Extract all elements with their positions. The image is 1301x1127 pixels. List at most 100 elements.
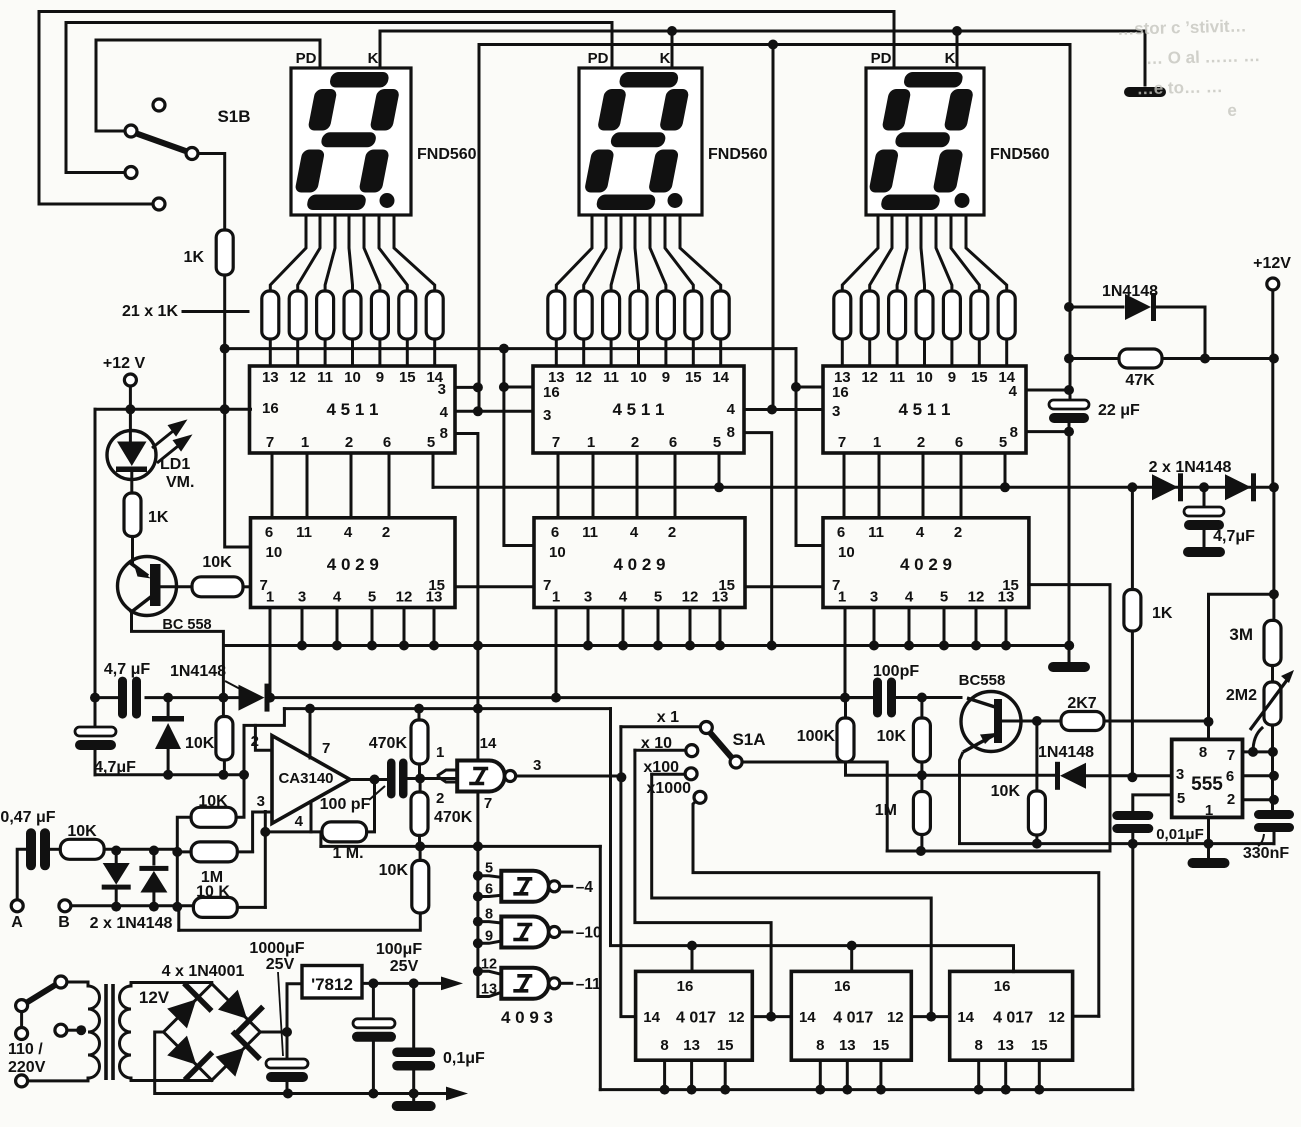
svg-text:FND560: FND560	[708, 146, 768, 163]
svg-text:4 0 9 3: 4 0 9 3	[501, 1008, 553, 1027]
svg-text:2: 2	[668, 524, 676, 541]
svg-text:47K: 47K	[1125, 372, 1155, 389]
svg-text:14: 14	[998, 369, 1015, 386]
svg-text:6: 6	[955, 434, 963, 451]
svg-text:11: 11	[603, 369, 619, 386]
svg-text:2: 2	[1227, 791, 1235, 808]
svg-text:2: 2	[954, 524, 962, 541]
svg-text:4 017: 4 017	[833, 1010, 873, 1027]
svg-text:15: 15	[718, 577, 735, 594]
svg-text:4 017: 4 017	[993, 1010, 1033, 1027]
svg-text:1N4148: 1N4148	[170, 663, 226, 680]
svg-text:10K: 10K	[185, 735, 215, 752]
svg-text:14: 14	[480, 735, 497, 752]
svg-text:5: 5	[368, 589, 376, 606]
svg-text:BC 558: BC 558	[162, 617, 211, 633]
svg-text:1 M.: 1 M.	[332, 845, 363, 862]
svg-text:5: 5	[713, 434, 721, 451]
svg-text:4 0 2 9: 4 0 2 9	[900, 555, 952, 574]
svg-text:15: 15	[873, 1037, 890, 1054]
svg-text:8: 8	[816, 1037, 824, 1054]
svg-text:6: 6	[669, 434, 677, 451]
svg-text:4: 4	[1009, 383, 1018, 400]
svg-text:1: 1	[838, 589, 846, 606]
svg-text:3: 3	[870, 589, 878, 606]
svg-text:1: 1	[873, 434, 881, 451]
svg-text:4: 4	[727, 401, 736, 418]
svg-text:9: 9	[948, 369, 956, 386]
svg-text:0,47 μF: 0,47 μF	[0, 809, 55, 826]
svg-text:3: 3	[584, 589, 592, 606]
svg-text:…e to… …: …e to… …	[1137, 77, 1223, 98]
svg-text:1000μF: 1000μF	[249, 940, 304, 957]
svg-text:21 x 1K: 21 x 1K	[122, 303, 178, 320]
svg-text:7: 7	[260, 577, 268, 594]
svg-text:14: 14	[426, 369, 443, 386]
svg-text:9: 9	[662, 369, 670, 386]
svg-text:2 x 1N4148: 2 x 1N4148	[1149, 459, 1232, 476]
svg-text:FND560: FND560	[417, 146, 477, 163]
svg-text:2: 2	[917, 434, 925, 451]
svg-text:15: 15	[971, 369, 988, 386]
svg-text:12: 12	[968, 589, 985, 606]
svg-text:8: 8	[1010, 424, 1018, 441]
svg-text:S1B: S1B	[217, 107, 250, 126]
svg-text:1N4148: 1N4148	[1038, 744, 1094, 761]
svg-text:12: 12	[728, 1009, 745, 1026]
svg-text:1: 1	[552, 589, 560, 606]
svg-text:15: 15	[685, 369, 702, 386]
svg-text:FND560: FND560	[990, 146, 1050, 163]
svg-text:5: 5	[1177, 790, 1185, 807]
svg-text:6: 6	[837, 524, 845, 541]
svg-text:1: 1	[301, 434, 309, 451]
svg-text:13: 13	[712, 589, 729, 606]
svg-text:2: 2	[382, 524, 390, 541]
svg-text:6: 6	[265, 524, 273, 541]
svg-text:100 pF: 100 pF	[320, 796, 371, 813]
svg-text:3: 3	[298, 589, 306, 606]
svg-text:10 K: 10 K	[196, 884, 230, 901]
svg-text:4: 4	[630, 524, 639, 541]
svg-text:–10: –10	[576, 925, 602, 942]
svg-text:22 μF: 22 μF	[1098, 402, 1140, 419]
svg-text:4 0 2 9: 4 0 2 9	[327, 555, 379, 574]
svg-text:2: 2	[345, 434, 353, 451]
svg-text:A: A	[11, 914, 23, 931]
svg-text:3: 3	[257, 793, 265, 810]
svg-text:–4: –4	[576, 879, 594, 896]
svg-text:2: 2	[436, 790, 444, 807]
svg-text:16: 16	[543, 384, 560, 401]
svg-text:8: 8	[975, 1037, 983, 1054]
svg-text:4: 4	[916, 524, 925, 541]
svg-text:0,01μF: 0,01μF	[1156, 826, 1204, 843]
svg-text:330nF: 330nF	[1243, 845, 1289, 862]
svg-text:7: 7	[322, 740, 330, 757]
svg-text:7: 7	[552, 434, 560, 451]
svg-text:1: 1	[1205, 802, 1213, 819]
svg-text:15: 15	[1002, 577, 1019, 594]
svg-text:13: 13	[839, 1037, 856, 1054]
svg-text:15: 15	[428, 577, 445, 594]
svg-text:12: 12	[481, 956, 497, 972]
svg-text:3: 3	[533, 757, 541, 774]
svg-text:555: 555	[1191, 774, 1223, 795]
svg-text:13: 13	[481, 982, 497, 998]
svg-text:11: 11	[317, 369, 333, 386]
svg-text:7: 7	[266, 434, 274, 451]
svg-text:220V: 220V	[8, 1059, 46, 1076]
svg-text:13: 13	[262, 369, 279, 386]
svg-text:2: 2	[251, 733, 259, 750]
svg-text:16: 16	[834, 978, 851, 995]
svg-text:100pF: 100pF	[873, 663, 919, 680]
svg-text:10: 10	[344, 369, 361, 386]
svg-text:9: 9	[485, 928, 493, 944]
svg-text:4: 4	[905, 589, 914, 606]
svg-text:11: 11	[889, 369, 905, 386]
svg-text:14: 14	[643, 1009, 660, 1026]
svg-text:4,7μF: 4,7μF	[1213, 528, 1255, 545]
svg-text:3: 3	[543, 407, 551, 424]
svg-text:S1A: S1A	[732, 730, 765, 749]
svg-text:4: 4	[440, 404, 449, 421]
svg-text:+12V: +12V	[1253, 255, 1291, 272]
svg-text:10: 10	[838, 544, 855, 561]
